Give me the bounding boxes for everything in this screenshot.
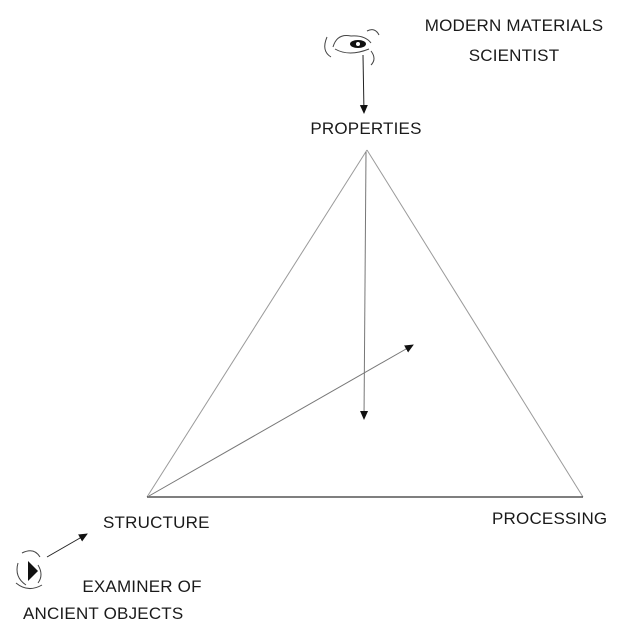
triangle-edge-right xyxy=(366,149,584,498)
ancient-examiner-label-line2: ANCIENT OBJECTS xyxy=(23,604,184,623)
arrow-modern-scientist xyxy=(359,54,368,114)
modern-scientist-label-line2: SCIENTIST xyxy=(468,46,560,65)
arrow-structure-inward xyxy=(148,344,414,497)
triangle xyxy=(146,149,584,498)
modern-scientist-label-line1: MODERN MATERIALS xyxy=(424,16,604,35)
ancient-examiner-label-line1: EXAMINER OF xyxy=(82,577,202,596)
eye-icon xyxy=(324,29,380,66)
triangle-edge-left xyxy=(146,149,368,498)
vertex-label-structure: STRUCTURE xyxy=(103,513,210,532)
vertex-label-processing: PROCESSING xyxy=(492,509,608,528)
arrow-properties-inward xyxy=(360,151,369,420)
eye-icon xyxy=(15,550,43,589)
arrow-ancient-examiner xyxy=(46,533,88,558)
vertex-label-properties: PROPERTIES xyxy=(310,119,422,138)
